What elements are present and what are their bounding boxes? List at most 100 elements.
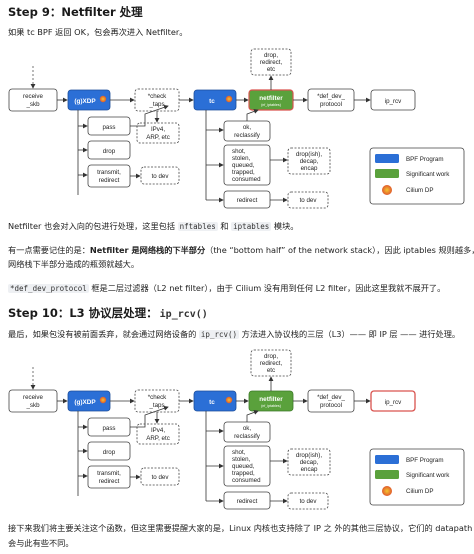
svg-text:*check: *check xyxy=(148,394,167,401)
svg-text:drop,: drop, xyxy=(264,353,278,360)
section-intro-step10: 最后，如果包没有被前面丢弃，就会通过网络设备的 ip_rcv() 方法进入协议栈… xyxy=(8,329,461,339)
svg-text:redirect,: redirect, xyxy=(260,59,283,66)
packet-flow-diagram-2: receive _skb (g)XDP *check _taps IPv4, A… xyxy=(0,345,474,510)
cilium-icon xyxy=(225,95,233,103)
pass-node: pass xyxy=(87,417,131,437)
svg-text:consumed: consumed xyxy=(232,477,261,484)
svg-text:_skb: _skb xyxy=(25,402,40,409)
svg-text:protocol: protocol xyxy=(320,402,342,409)
diagram-legend: BPF Program Significant work Cilium DP xyxy=(369,448,465,506)
svg-text:consumed: consumed xyxy=(232,176,261,183)
packet-flow-diagram-1: receive _skb (g)XDP *check _taps IPv4, A… xyxy=(0,44,474,209)
svg-text:trapped,: trapped, xyxy=(232,169,255,176)
svg-text:(nf_iptables): (nf_iptables) xyxy=(261,404,281,408)
svg-text:drop: drop xyxy=(103,148,116,155)
svg-text:Cilium DP: Cilium DP xyxy=(406,187,434,194)
drop-ish-node: drop(ish), decap, encap xyxy=(287,448,331,476)
ok-reclassify-node: ok, reclassify xyxy=(223,120,271,142)
svg-text:to dev: to dev xyxy=(152,474,170,481)
svg-text:IPv4,: IPv4, xyxy=(151,427,165,434)
to-dev-node-1: to dev xyxy=(140,467,180,486)
ipv4-arp-node: IPv4, ARP, etc xyxy=(136,423,180,445)
svg-text:drop(ish),: drop(ish), xyxy=(296,452,322,459)
svg-text:to dev: to dev xyxy=(300,197,318,204)
svg-text:_taps: _taps xyxy=(148,402,164,409)
tc-node: tc xyxy=(193,390,237,412)
section-intro-step9: 如果 tc BPF 返回 OK，包会再次进入 Netfilter。 xyxy=(8,27,188,37)
svg-text:etc: etc xyxy=(267,66,275,73)
svg-text:ok,: ok, xyxy=(243,124,252,131)
svg-text:ok,: ok, xyxy=(243,425,252,432)
svg-text:*check: *check xyxy=(148,93,167,100)
svg-text:Significant work: Significant work xyxy=(406,171,450,178)
svg-text:transmit,: transmit, xyxy=(97,470,121,477)
footer-paragraph-line2: 会与此有些不同。 xyxy=(8,538,74,548)
xdp-node: (g)XDP xyxy=(67,89,111,111)
svg-text:encap: encap xyxy=(301,165,318,172)
svg-text:transmit,: transmit, xyxy=(97,169,121,176)
drop-redirect-node: drop, redirect, etc xyxy=(250,48,292,76)
def-dev-protocol-node: *def_dev_ protocol xyxy=(307,88,355,112)
svg-text:tc: tc xyxy=(209,399,215,406)
svg-text:encap: encap xyxy=(301,466,318,473)
receive-skb-node: receive _skb xyxy=(8,389,58,413)
svg-text:BPF Program: BPF Program xyxy=(406,156,443,163)
svg-text:Significant work: Significant work xyxy=(406,472,450,479)
svg-text:*def_dev_: *def_dev_ xyxy=(317,93,345,100)
redirect-node: redirect xyxy=(223,491,271,510)
cilium-icon xyxy=(99,95,107,103)
svg-text:(g)XDP: (g)XDP xyxy=(74,399,96,406)
svg-text:redirect: redirect xyxy=(237,498,258,505)
svg-text:ip_rcv: ip_rcv xyxy=(385,98,402,105)
svg-text:_skb: _skb xyxy=(25,101,40,108)
netfilter-modules-paragraph: Netfilter 也会对入向的包进行处理，这里包括 nftables 和 ip… xyxy=(8,221,299,231)
svg-text:queued,: queued, xyxy=(232,463,255,470)
svg-text:shot,: shot, xyxy=(232,449,246,456)
bottom-half-paragraph-line1: 有一点需要记住的是：Netfilter 是网络栈的下半部分（the “botto… xyxy=(8,245,474,255)
cilium-icon xyxy=(382,185,392,195)
receive-skb-node: receive _skb xyxy=(8,88,58,112)
section-title-step10: Step 10：L3 协议层处理：ip_rcv() xyxy=(8,306,208,320)
svg-text:receive: receive xyxy=(23,394,44,401)
svg-text:Cilium DP: Cilium DP xyxy=(406,488,434,495)
section-title-step9: Step 9：Netfilter 处理 xyxy=(8,5,143,19)
tc-node: tc xyxy=(193,89,237,111)
svg-text:IPv4,: IPv4, xyxy=(151,126,165,133)
svg-text:trapped,: trapped, xyxy=(232,470,255,477)
ip-rcv-node: ip_rcv xyxy=(370,89,416,111)
svg-text:redirect,: redirect, xyxy=(260,360,283,367)
svg-text:stolen,: stolen, xyxy=(232,155,251,162)
svg-text:redirect: redirect xyxy=(237,197,258,204)
svg-text:shot,: shot, xyxy=(232,148,246,155)
to-dev-node-2: to dev xyxy=(287,492,329,510)
ipv4-arp-node: IPv4, ARP, etc xyxy=(136,122,180,144)
check-taps-node: *check _taps xyxy=(134,88,180,112)
to-dev-node-1: to dev xyxy=(140,166,180,185)
svg-text:(nf_iptables): (nf_iptables) xyxy=(261,103,281,107)
shot-stolen-node: shot, stolen, queued, trapped, consumed xyxy=(223,144,271,186)
netfilter-node: netfilter (nf_iptables) xyxy=(248,390,294,412)
svg-text:netfilter: netfilter xyxy=(259,95,283,102)
cilium-icon xyxy=(99,396,107,404)
diagram-legend: BPF Program Significant work Cilium DP xyxy=(369,147,465,205)
svg-text:ip_rcv: ip_rcv xyxy=(385,399,402,406)
svg-text:*def_dev_: *def_dev_ xyxy=(317,394,345,401)
ok-reclassify-node: ok, reclassify xyxy=(223,421,271,443)
drop-redirect-node: drop, redirect, etc xyxy=(250,349,292,377)
svg-text:netfilter: netfilter xyxy=(259,396,283,403)
footer-paragraph-line1: 接下来我们将主要关注这个函数，但这里需要提醒大家的是，Linux 内核也支持除了… xyxy=(8,523,473,533)
svg-text:drop(ish),: drop(ish), xyxy=(296,151,322,158)
check-taps-node: *check _taps xyxy=(134,389,180,413)
svg-text:reclassify: reclassify xyxy=(234,433,261,440)
shot-stolen-node: shot, stolen, queued, trapped, consumed xyxy=(223,445,271,487)
drop-node: drop xyxy=(87,140,131,160)
redirect-node: redirect xyxy=(223,190,271,209)
svg-text:(g)XDP: (g)XDP xyxy=(74,98,96,105)
pass-node: pass xyxy=(87,116,131,136)
svg-text:ARP, etc: ARP, etc xyxy=(146,435,170,442)
svg-text:decap,: decap, xyxy=(300,158,319,165)
svg-text:to dev: to dev xyxy=(152,173,170,180)
svg-text:ARP, etc: ARP, etc xyxy=(146,134,170,141)
drop-ish-node: drop(ish), decap, encap xyxy=(287,147,331,175)
cilium-icon xyxy=(225,396,233,404)
